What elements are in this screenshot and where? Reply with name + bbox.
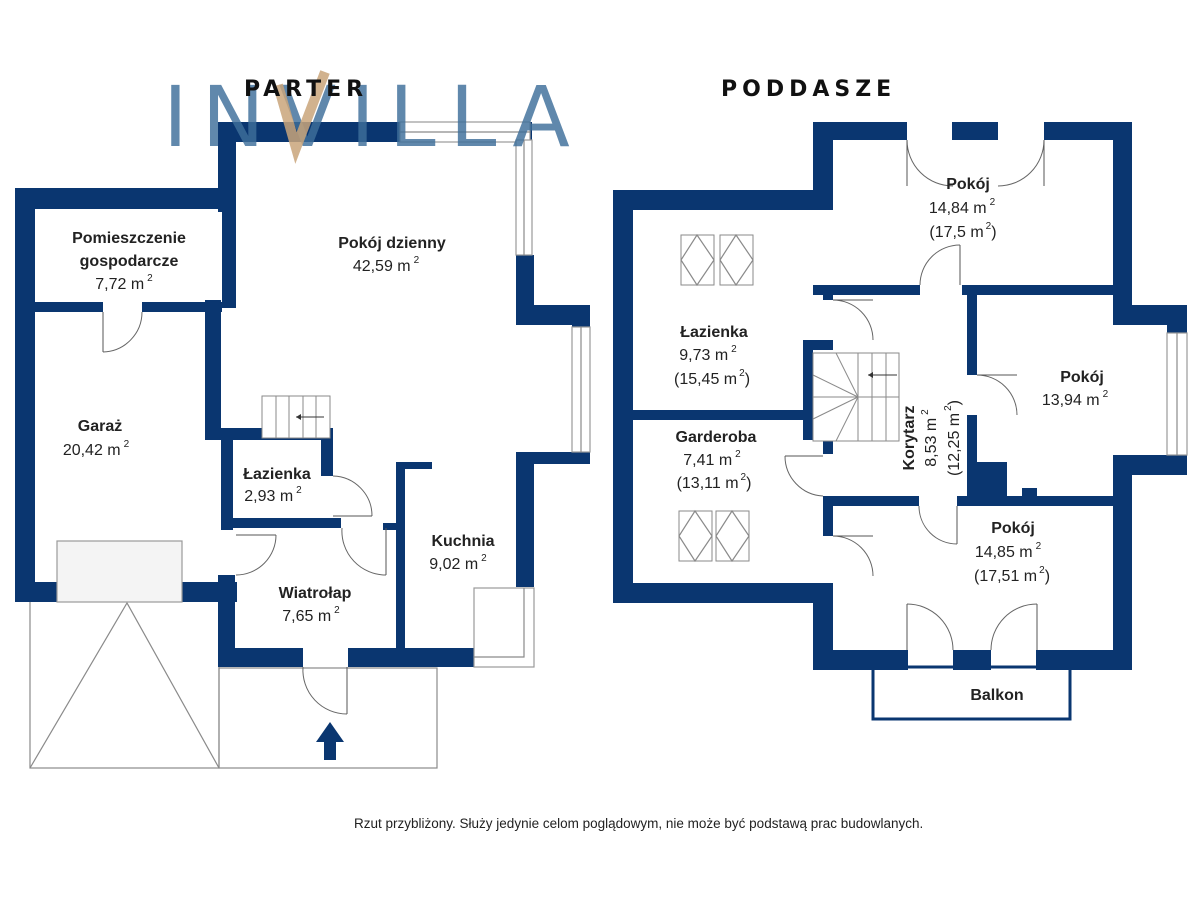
garage-door-swing <box>29 601 220 769</box>
svg-text:42,59 m2: 42,59 m2 <box>353 255 420 275</box>
svg-text:Pokój: Pokój <box>1060 369 1104 386</box>
balcony-outline <box>871 665 1072 721</box>
svg-text:Pokój: Pokój <box>991 520 1035 537</box>
svg-text:14,84 m2: 14,84 m2 <box>929 197 996 217</box>
logo-accent-v <box>273 70 330 164</box>
svg-text:7,41 m2: 7,41 m2 <box>683 449 741 469</box>
svg-text:2,93 m2: 2,93 m2 <box>244 485 302 505</box>
svg-text:(13,11 m2): (13,11 m2) <box>677 472 752 492</box>
svg-text:(17,51 m2): (17,51 m2) <box>974 565 1050 585</box>
ground-floor-plan: INVILLA PARTER Pomieszczenie gospodarcze… <box>15 68 591 769</box>
svg-text:9,73 m2: 9,73 m2 <box>679 344 737 364</box>
svg-text:(15,45 m2): (15,45 m2) <box>674 368 750 388</box>
room-label-corridor: Korytarz 8,53 m2 (12,25 m2) <box>901 400 963 476</box>
svg-text:7,72 m2: 7,72 m2 <box>95 273 153 293</box>
window-corner <box>473 587 535 668</box>
staircase <box>261 395 331 439</box>
svg-text:8,53 m2: 8,53 m2 <box>920 409 940 467</box>
door-swing <box>918 505 958 545</box>
entrance-door-swing <box>302 666 348 715</box>
svg-text:Wiatrołap: Wiatrołap <box>279 585 352 602</box>
svg-text:Garaż: Garaż <box>78 418 122 435</box>
door-swing <box>906 139 954 187</box>
svg-text:Pokój dzienny: Pokój dzienny <box>338 235 446 252</box>
door-swing <box>332 475 373 517</box>
roof-window <box>680 233 754 287</box>
floor-title-parter: PARTER <box>244 77 368 102</box>
door-swing <box>784 455 824 497</box>
driveway-outline <box>29 599 220 769</box>
svg-text:Garderoba: Garderoba <box>676 429 757 446</box>
door-swing <box>976 374 1018 416</box>
balcony-door-swing <box>906 603 954 651</box>
garage-door <box>56 540 183 603</box>
roof-window <box>678 509 750 563</box>
disclaimer-note: Rzut przybliżony. Służy jedynie celom po… <box>354 816 924 831</box>
svg-text:14,85 m2: 14,85 m2 <box>975 541 1042 561</box>
svg-text:(17,5 m2): (17,5 m2) <box>929 221 996 241</box>
entrance-terrace <box>218 667 438 769</box>
svg-text:Łazienka: Łazienka <box>243 466 311 483</box>
entrance-arrow-icon <box>316 722 344 760</box>
door-swing <box>832 535 874 577</box>
svg-text:Korytarz: Korytarz <box>901 406 918 471</box>
svg-text:9,02 m2: 9,02 m2 <box>429 553 487 573</box>
svg-text:gospodarcze: gospodarcze <box>80 253 179 270</box>
svg-text:Pomieszczenie: Pomieszczenie <box>72 230 186 247</box>
door-swing <box>102 311 143 353</box>
room-label-balcony: Balkon <box>970 687 1023 704</box>
door-swing <box>832 299 874 341</box>
svg-text:Łazienka: Łazienka <box>680 324 748 341</box>
svg-text:13,94 m2: 13,94 m2 <box>1042 389 1109 409</box>
door-swing <box>997 139 1045 187</box>
svg-text:20,42 m2: 20,42 m2 <box>63 439 130 459</box>
floor-title-poddasze: PODDASZE <box>721 77 896 102</box>
svg-text:(12,25 m2): (12,25 m2) <box>943 400 963 476</box>
svg-text:7,65 m2: 7,65 m2 <box>282 605 340 625</box>
svg-text:Pokój: Pokój <box>946 176 990 193</box>
door-swing <box>235 534 277 576</box>
svg-text:Kuchnia: Kuchnia <box>431 533 494 550</box>
door-swing <box>919 244 961 286</box>
staircase <box>812 352 900 442</box>
brand-logo: INVILLA <box>163 68 584 166</box>
balcony-door-swing <box>990 603 1038 651</box>
door-swing <box>341 527 387 576</box>
